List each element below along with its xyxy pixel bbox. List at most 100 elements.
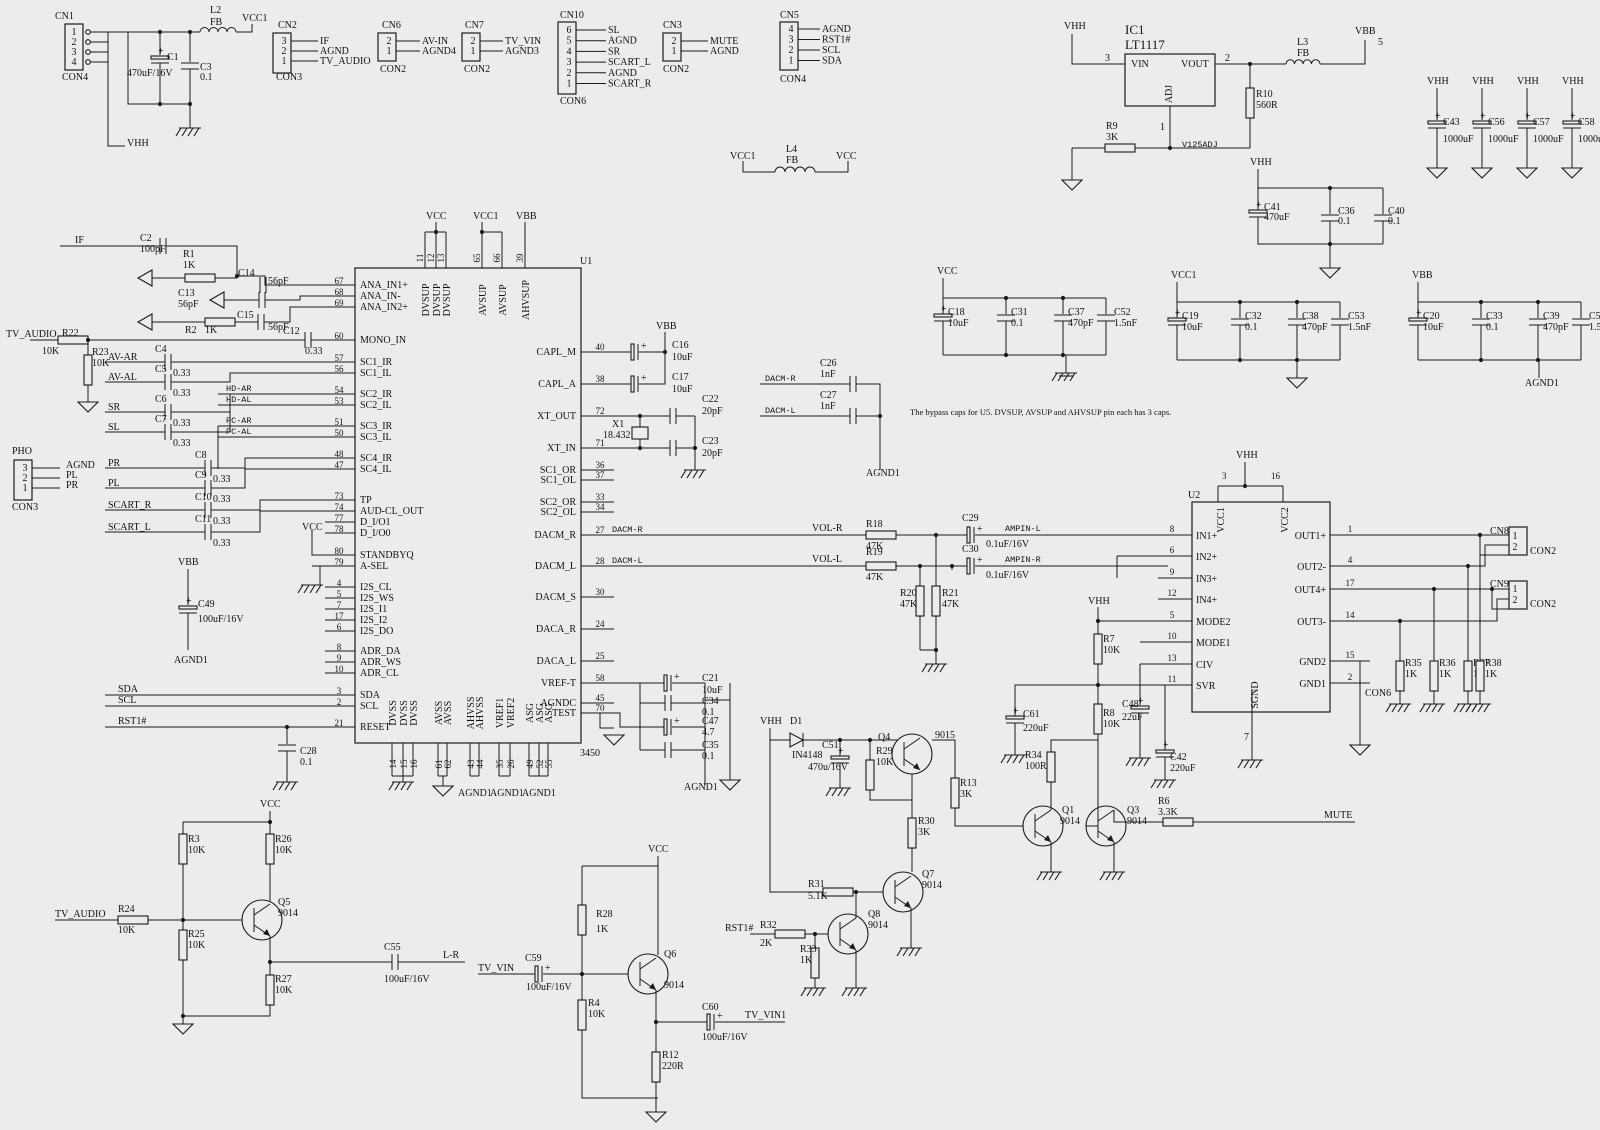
label: GND2 <box>1299 657 1326 668</box>
label: SCART_L <box>608 57 651 68</box>
capacitor-c42 <box>1155 749 1175 754</box>
ground-symbol <box>272 781 279 791</box>
label: 1000uF <box>1443 134 1474 145</box>
label: A-SEL <box>360 561 388 572</box>
label: 56pF <box>268 276 289 287</box>
label: CN1 <box>55 11 74 22</box>
ground-symbol <box>175 127 182 137</box>
ground-symbol <box>1099 871 1106 881</box>
label: AHVSS <box>466 697 477 730</box>
label: VCC1 <box>730 151 756 162</box>
label: C3 <box>200 62 212 73</box>
label: ANA_IN- <box>360 291 401 302</box>
ground-symbol <box>1105 871 1112 881</box>
label: AGND <box>66 460 95 471</box>
label: U1 <box>580 256 592 267</box>
label: 1 <box>789 56 794 67</box>
label: DVSUP <box>442 283 453 316</box>
ground-symbol <box>698 469 705 479</box>
label: AGND4 <box>422 46 456 57</box>
label: 5 <box>1378 37 1383 48</box>
capacitor-c61 <box>1005 715 1025 720</box>
label: 0.33 <box>305 346 323 357</box>
transistor-q8 <box>827 913 869 955</box>
label: R23 <box>92 347 109 358</box>
wire <box>127 32 190 105</box>
label: R32 <box>760 920 777 931</box>
label: 0.1uF/16V <box>986 570 1030 581</box>
ground-symbol <box>837 787 844 797</box>
label: 6 <box>337 622 342 632</box>
ground-symbol <box>1465 703 1472 713</box>
label: VCC2 <box>1280 507 1291 533</box>
label: R33 <box>800 944 817 955</box>
capacitor-c60 <box>706 1013 711 1031</box>
label: R13 <box>960 778 977 789</box>
label: VCC <box>426 211 447 222</box>
label: DACM_R <box>534 530 576 541</box>
resistor-r35 <box>1395 660 1405 692</box>
capacitor-c56 <box>1472 120 1492 125</box>
label: HD-AL <box>226 395 252 405</box>
label: CON2 <box>464 64 490 75</box>
label: VCC <box>648 844 669 855</box>
label: L2 <box>210 5 221 16</box>
label: R29 <box>876 746 893 757</box>
ground-symbol <box>1069 372 1076 382</box>
label: C36 <box>1338 206 1355 217</box>
label: 0.1 <box>1011 318 1024 329</box>
label: 55 <box>544 759 554 769</box>
capacitor-c48 <box>1130 705 1150 710</box>
label: AV-IN <box>422 36 448 47</box>
label: C27 <box>820 390 837 401</box>
transistor-q5 <box>263 929 270 936</box>
plus-sign: + <box>158 46 164 57</box>
label: D_I/O0 <box>360 528 391 539</box>
wire <box>237 275 325 286</box>
label: CN6 <box>382 20 401 31</box>
label: SGND <box>1250 681 1261 708</box>
label: 1 <box>567 79 572 90</box>
label: VHH <box>1250 157 1272 168</box>
label: C48 <box>1122 699 1139 710</box>
label: 7 <box>337 600 342 610</box>
label: 0.33 <box>173 388 191 399</box>
connector-cn2 <box>272 32 292 74</box>
label: SC3_IL <box>360 432 392 443</box>
label: 10uF <box>1182 322 1203 333</box>
label: C30 <box>962 544 979 555</box>
label: ANA_IN1+ <box>360 280 408 291</box>
label: IF <box>320 36 329 47</box>
label: AGNDC <box>540 698 576 709</box>
label: 4 <box>72 57 77 68</box>
label: AVSS <box>434 701 445 725</box>
label: CAPL_M <box>537 347 577 358</box>
label: 0.1 <box>300 757 313 768</box>
label: CON3 <box>12 502 38 513</box>
label: R25 <box>188 929 205 940</box>
label: 1K <box>1405 669 1418 680</box>
plus-sign: + <box>1175 308 1181 319</box>
resistor-r24 <box>117 915 149 925</box>
label: 3 <box>72 47 77 58</box>
label: VHH <box>1427 76 1449 87</box>
label: C53 <box>1348 311 1365 322</box>
label: C7 <box>155 414 167 425</box>
ground-symbol <box>1054 871 1061 881</box>
label: VCC1 <box>1216 507 1227 533</box>
label: R10 <box>1256 89 1273 100</box>
label: XT_OUT <box>537 411 576 422</box>
label: 27 <box>596 525 606 535</box>
label: 0.1 <box>200 72 213 83</box>
wire <box>599 712 614 729</box>
ground-symbol <box>1397 703 1404 713</box>
label: C34 <box>702 696 719 707</box>
wire <box>211 468 325 489</box>
label: 470pF <box>1302 322 1328 333</box>
label: 9 <box>337 653 342 663</box>
transistor-q6 <box>627 953 669 995</box>
label: 5 <box>337 589 342 599</box>
label: VOL-R <box>812 523 843 534</box>
wire <box>1320 40 1366 65</box>
